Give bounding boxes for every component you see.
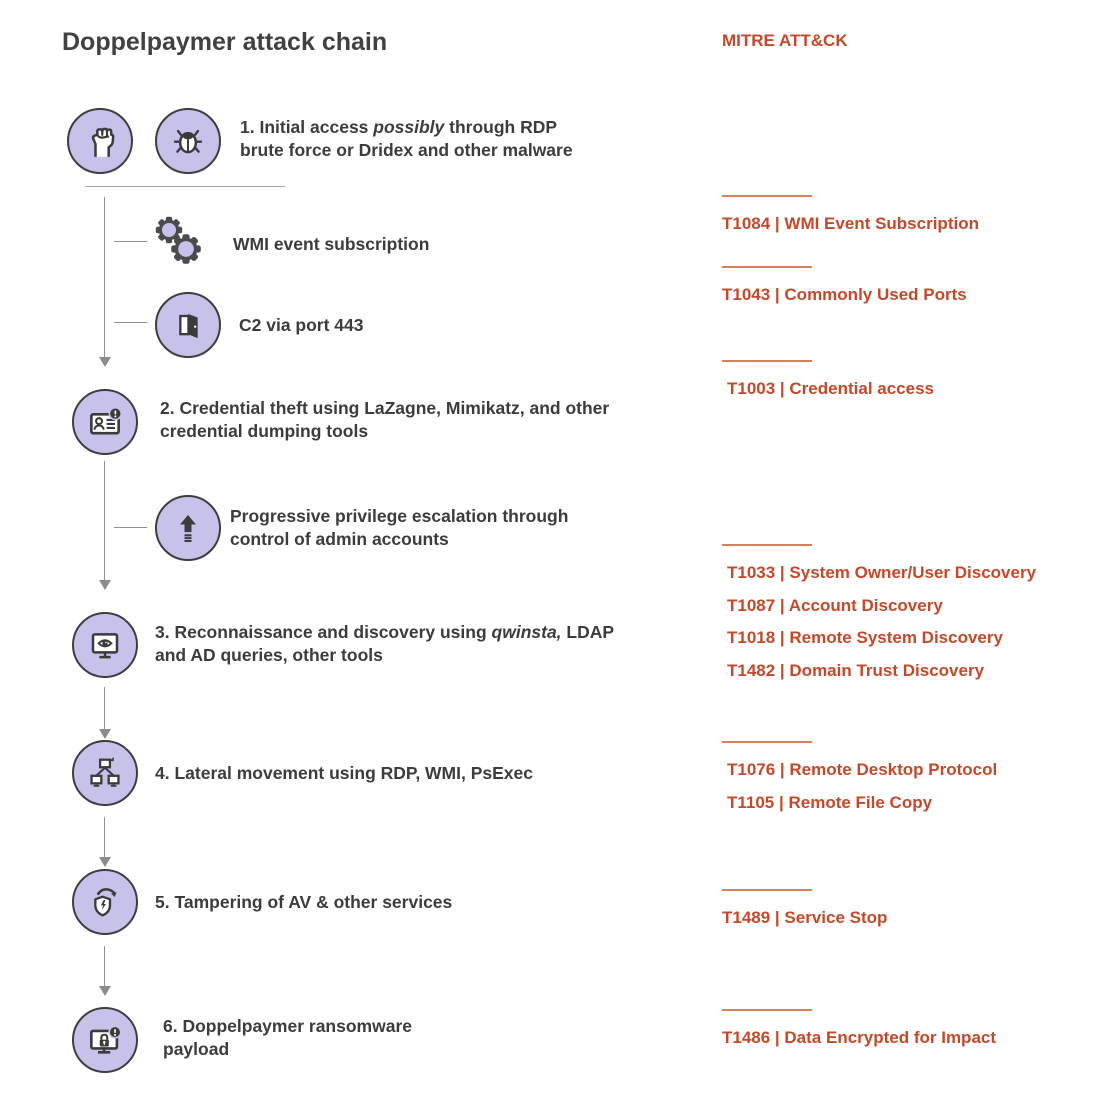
step3-label: 3. Reconnaissance and discovery using qw… bbox=[155, 622, 615, 665]
branch-line bbox=[114, 322, 147, 324]
mitre-divider bbox=[722, 889, 812, 891]
c2-circle bbox=[155, 292, 221, 358]
arrow-down-icon bbox=[99, 729, 111, 739]
mitre-divider bbox=[722, 360, 812, 362]
mitre-group-service-stop: T1489 | Service Stop bbox=[722, 889, 887, 935]
connector-line bbox=[104, 461, 106, 580]
mitre-group-discovery: T1033 | System Owner/User Discovery T108… bbox=[722, 544, 1036, 687]
id-card-alert-icon bbox=[90, 406, 123, 435]
mitre-divider bbox=[722, 266, 812, 268]
mitre-group-lateral: T1076 | Remote Desktop Protocol T1105 | … bbox=[722, 741, 997, 819]
step1-label: 1. Initial access possibly through RDP b… bbox=[240, 117, 573, 160]
connector-line bbox=[104, 946, 106, 986]
mitre-divider bbox=[722, 544, 812, 546]
mitre-technique: T1482 | Domain Trust Discovery bbox=[727, 660, 985, 680]
step2-label: 2. Credential theft using LaZagne, Mimik… bbox=[160, 398, 610, 441]
wmi-label: WMI event subscription bbox=[233, 234, 430, 254]
branch-line bbox=[114, 527, 147, 529]
shield-refresh-icon bbox=[94, 888, 117, 917]
arrow-down-icon bbox=[99, 357, 111, 367]
mitre-technique: T1105 | Remote File Copy bbox=[727, 792, 933, 812]
mitre-divider bbox=[722, 741, 812, 743]
c2-label: C2 via port 443 bbox=[239, 315, 364, 335]
privilege-escalation-circle bbox=[155, 495, 221, 561]
door-icon bbox=[179, 314, 198, 339]
mitre-technique: T1087 | Account Discovery bbox=[727, 595, 943, 615]
mitre-technique: T1018 | Remote System Discovery bbox=[727, 628, 1003, 647]
mitre-technique: T1043 | Commonly Used Ports bbox=[722, 285, 967, 304]
mitre-technique: T1033 | System Owner/User Discovery bbox=[727, 563, 1037, 582]
arrow-up-icon bbox=[180, 515, 196, 543]
mitre-attck-header: MITRE ATT&CK bbox=[722, 31, 848, 50]
arrow-down-icon bbox=[99, 986, 111, 996]
mitre-technique: T1489 | Service Stop bbox=[722, 908, 888, 927]
monitor-eye-icon bbox=[91, 633, 119, 659]
mitre-technique: T1486 | Data Encrypted for Impact bbox=[722, 1028, 997, 1047]
network-computers-icon bbox=[90, 756, 120, 787]
branch-line bbox=[114, 241, 147, 243]
mitre-technique: T1084 | WMI Event Subscription bbox=[722, 214, 979, 233]
connector-line bbox=[104, 197, 106, 357]
mitre-divider bbox=[722, 1009, 812, 1011]
monitor-lock-alert-icon bbox=[90, 1025, 122, 1054]
mitre-group-credential: T1003 | Credential access bbox=[722, 360, 934, 406]
mitre-divider bbox=[722, 195, 812, 197]
arrow-down-icon bbox=[99, 580, 111, 590]
arrow-down-icon bbox=[99, 857, 111, 867]
step6-label: 6. Doppelpaymer ransomware payload bbox=[163, 1016, 412, 1059]
step4-label: 4. Lateral movement using RDP, WMI, PsEx… bbox=[155, 763, 533, 783]
page-title: Doppelpaymer attack chain bbox=[62, 28, 388, 56]
connector-line bbox=[104, 817, 106, 857]
step1-divider bbox=[85, 186, 285, 187]
mitre-group-impact: T1486 | Data Encrypted for Impact bbox=[722, 1009, 996, 1055]
gears-icon bbox=[155, 216, 201, 264]
lateral-movement-circle bbox=[72, 740, 138, 806]
recon-circle bbox=[72, 612, 138, 678]
mitre-group-ports: T1043 | Commonly Used Ports bbox=[722, 266, 967, 312]
credential-theft-circle bbox=[72, 389, 138, 455]
tampering-circle bbox=[72, 869, 138, 935]
malware-circle bbox=[155, 108, 221, 174]
mitre-technique: T1003 | Credential access bbox=[727, 379, 934, 398]
fist-icon bbox=[91, 127, 115, 157]
connector-line bbox=[104, 687, 106, 729]
ransomware-circle bbox=[72, 1007, 138, 1073]
privesc-label: Progressive privilege escalation through… bbox=[230, 506, 569, 549]
step5-label: 5. Tampering of AV & other services bbox=[155, 892, 453, 912]
mitre-group-wmi: T1084 | WMI Event Subscription bbox=[722, 195, 979, 241]
mitre-technique: T1076 | Remote Desktop Protocol bbox=[727, 760, 998, 779]
initial-access-circle bbox=[67, 108, 133, 174]
bug-icon bbox=[173, 129, 203, 154]
